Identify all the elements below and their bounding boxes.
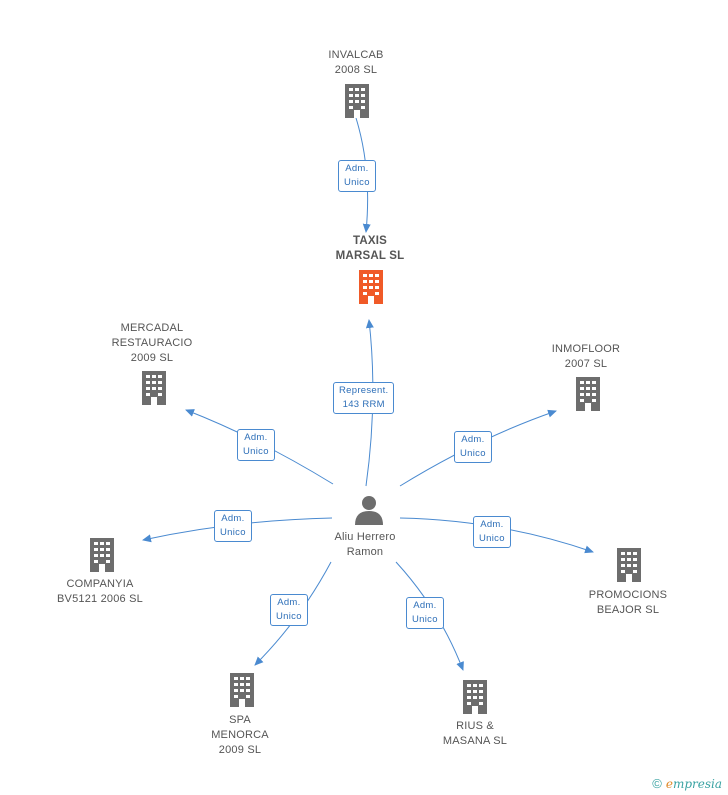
edge-label-line2: Unico — [344, 177, 370, 188]
node-taxis-name-line1: TAXIS — [352, 235, 387, 247]
node-promocions-name-line2: BEAJOR SL — [596, 604, 660, 616]
node-promocions-name-line1: PROMOCIONS — [588, 589, 668, 601]
brand-logo-e: e — [665, 777, 673, 791]
node-inmofloor[interactable]: INMOFLOOR 2007 SL — [536, 342, 636, 372]
node-mercadal-name-line3: 2009 SL — [130, 352, 174, 364]
node-spa-name-line3: 2009 SL — [218, 744, 262, 756]
node-companyia-name-line2: BV5121 2006 SL — [57, 593, 143, 605]
edge-label-person-taxis[interactable]: Represent. 143 RRM — [333, 382, 395, 414]
node-mercadal-restauracio[interactable]: MERCADAL RESTAURACIO 2009 SL — [92, 321, 212, 366]
building-icon[interactable] — [228, 673, 256, 707]
edge-label-line1: Adm. — [345, 163, 369, 174]
node-taxis-marsal[interactable]: TAXIS MARSAL SL — [310, 234, 430, 264]
edge-label-person-inmofloor[interactable]: Adm. Unico — [454, 431, 492, 463]
edge-label-line2: Unico — [460, 448, 486, 459]
edge-label-line2: Unico — [276, 611, 302, 622]
node-promocions-beajor[interactable]: PROMOCIONS BEAJOR SL — [576, 588, 680, 618]
node-person-aliu-herrero-ramon[interactable]: Aliu Herrero Ramon — [310, 530, 420, 560]
node-mercadal-name-line2: RESTAURACIO — [111, 337, 193, 349]
edge-label-line1: Adm. — [277, 597, 301, 608]
brand-logo: empresia — [666, 777, 722, 791]
node-spa-name-line2: MENORCA — [211, 729, 269, 741]
brand-logo-rest: mpresia — [672, 777, 722, 791]
node-companyia-bv5121[interactable]: COMPANYIA BV5121 2006 SL — [40, 577, 160, 607]
node-rius-masana[interactable]: RIUS & MASANA SL — [423, 719, 527, 749]
building-icon[interactable] — [88, 538, 116, 572]
node-rius-name-line2: MASANA SL — [442, 735, 508, 747]
node-invalcab-name-line2: 2008 SL — [334, 64, 378, 76]
building-icon[interactable] — [343, 84, 371, 118]
edge-label-person-companyia[interactable]: Adm. Unico — [214, 510, 252, 542]
edge-label-line1: Adm. — [480, 519, 504, 530]
person-icon[interactable] — [354, 495, 384, 525]
edge-label-line1: Adm. — [244, 432, 268, 443]
building-icon[interactable] — [461, 680, 489, 714]
node-invalcab[interactable]: INVALCAB 2008 SL — [304, 48, 408, 78]
copyright-icon: © — [652, 776, 662, 791]
node-person-name-line1: Aliu Herrero — [334, 531, 396, 543]
edge-label-line1: Represent. — [339, 385, 389, 396]
building-icon[interactable] — [574, 377, 602, 411]
building-icon[interactable] — [615, 548, 643, 582]
node-inmofloor-name-line1: INMOFLOOR — [551, 343, 621, 355]
edge-label-line2: 143 RRM — [342, 399, 385, 410]
node-taxis-name-line2: MARSAL SL — [335, 250, 405, 262]
brand-footer[interactable]: ©empresia — [652, 776, 722, 791]
edge-label-line2: Unico — [479, 533, 505, 544]
node-person-name-line2: Ramon — [346, 546, 384, 558]
edge-label-person-rius[interactable]: Adm. Unico — [406, 597, 444, 629]
edge-label-line1: Adm. — [461, 434, 485, 445]
edge-label-line2: Unico — [412, 614, 438, 625]
node-spa-name-line1: SPA — [229, 714, 251, 726]
node-inmofloor-name-line2: 2007 SL — [564, 358, 608, 370]
node-mercadal-name-line1: MERCADAL — [120, 322, 184, 334]
edge-label-line1: Adm. — [413, 600, 437, 611]
edge-label-line2: Unico — [220, 527, 246, 538]
node-rius-name-line1: RIUS & — [456, 720, 494, 732]
edge-label-person-mercadal[interactable]: Adm. Unico — [237, 429, 275, 461]
building-icon[interactable] — [357, 270, 385, 304]
node-spa-menorca[interactable]: SPA MENORCA 2009 SL — [190, 713, 290, 758]
edge-label-invalcab-taxis[interactable]: Adm. Unico — [338, 160, 376, 192]
edge-label-line2: Unico — [243, 446, 269, 457]
edge-label-person-promocions[interactable]: Adm. Unico — [473, 516, 511, 548]
node-companyia-name-line1: COMPANYIA — [66, 578, 134, 590]
edge-label-person-spa[interactable]: Adm. Unico — [270, 594, 308, 626]
node-invalcab-name-line1: INVALCAB — [328, 49, 384, 61]
building-icon[interactable] — [140, 371, 168, 405]
edge-label-line1: Adm. — [221, 513, 245, 524]
